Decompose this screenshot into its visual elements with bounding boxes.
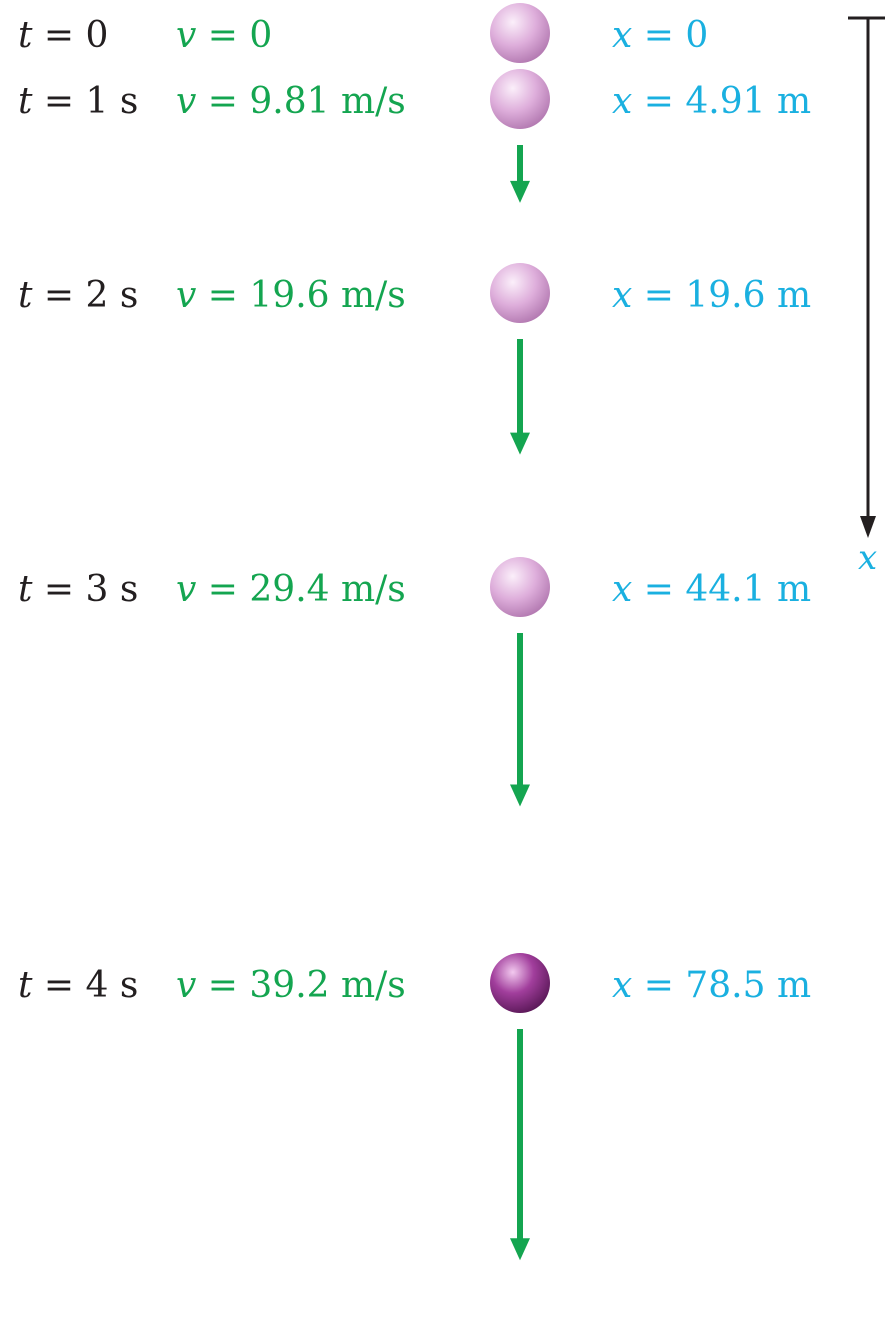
- position-label-4: x = 78.5 m: [612, 965, 812, 1006]
- velocity-arrow-head-3: [510, 784, 530, 807]
- velocity-arrow-head-2: [510, 432, 530, 455]
- velocity-label-2: v = 19.6 m/s: [176, 275, 406, 316]
- ball-3: [490, 557, 550, 617]
- time-label-0: t = 0: [18, 15, 109, 56]
- ball-1: [490, 69, 550, 129]
- ball-0: [490, 3, 550, 63]
- velocity-label-1: v = 9.81 m/s: [176, 81, 406, 122]
- velocity-label-0: v = 0: [176, 15, 273, 56]
- position-label-0: x = 0: [612, 15, 709, 56]
- velocity-arrows: [510, 145, 530, 1261]
- position-axis: [848, 16, 885, 520]
- velocity-label-3: v = 29.4 m/s: [176, 569, 406, 610]
- time-label-3: t = 3 s: [18, 569, 139, 610]
- ball-2: [490, 263, 550, 323]
- position-label-3: x = 44.1 m: [612, 569, 812, 610]
- position-label-2: x = 19.6 m: [612, 275, 812, 316]
- velocity-label-4: v = 39.2 m/s: [176, 965, 406, 1006]
- time-label-2: t = 2 s: [18, 275, 139, 316]
- x-axis-label: x: [858, 538, 878, 578]
- position-label-1: x = 4.91 m: [612, 81, 812, 122]
- velocity-arrow-head-1: [510, 180, 530, 203]
- velocity-arrow-head-4: [510, 1238, 530, 1261]
- time-label-1: t = 1 s: [18, 81, 139, 122]
- axis-arrowhead: [860, 516, 876, 538]
- ball-4: [490, 953, 550, 1013]
- time-label-4: t = 4 s: [18, 965, 139, 1006]
